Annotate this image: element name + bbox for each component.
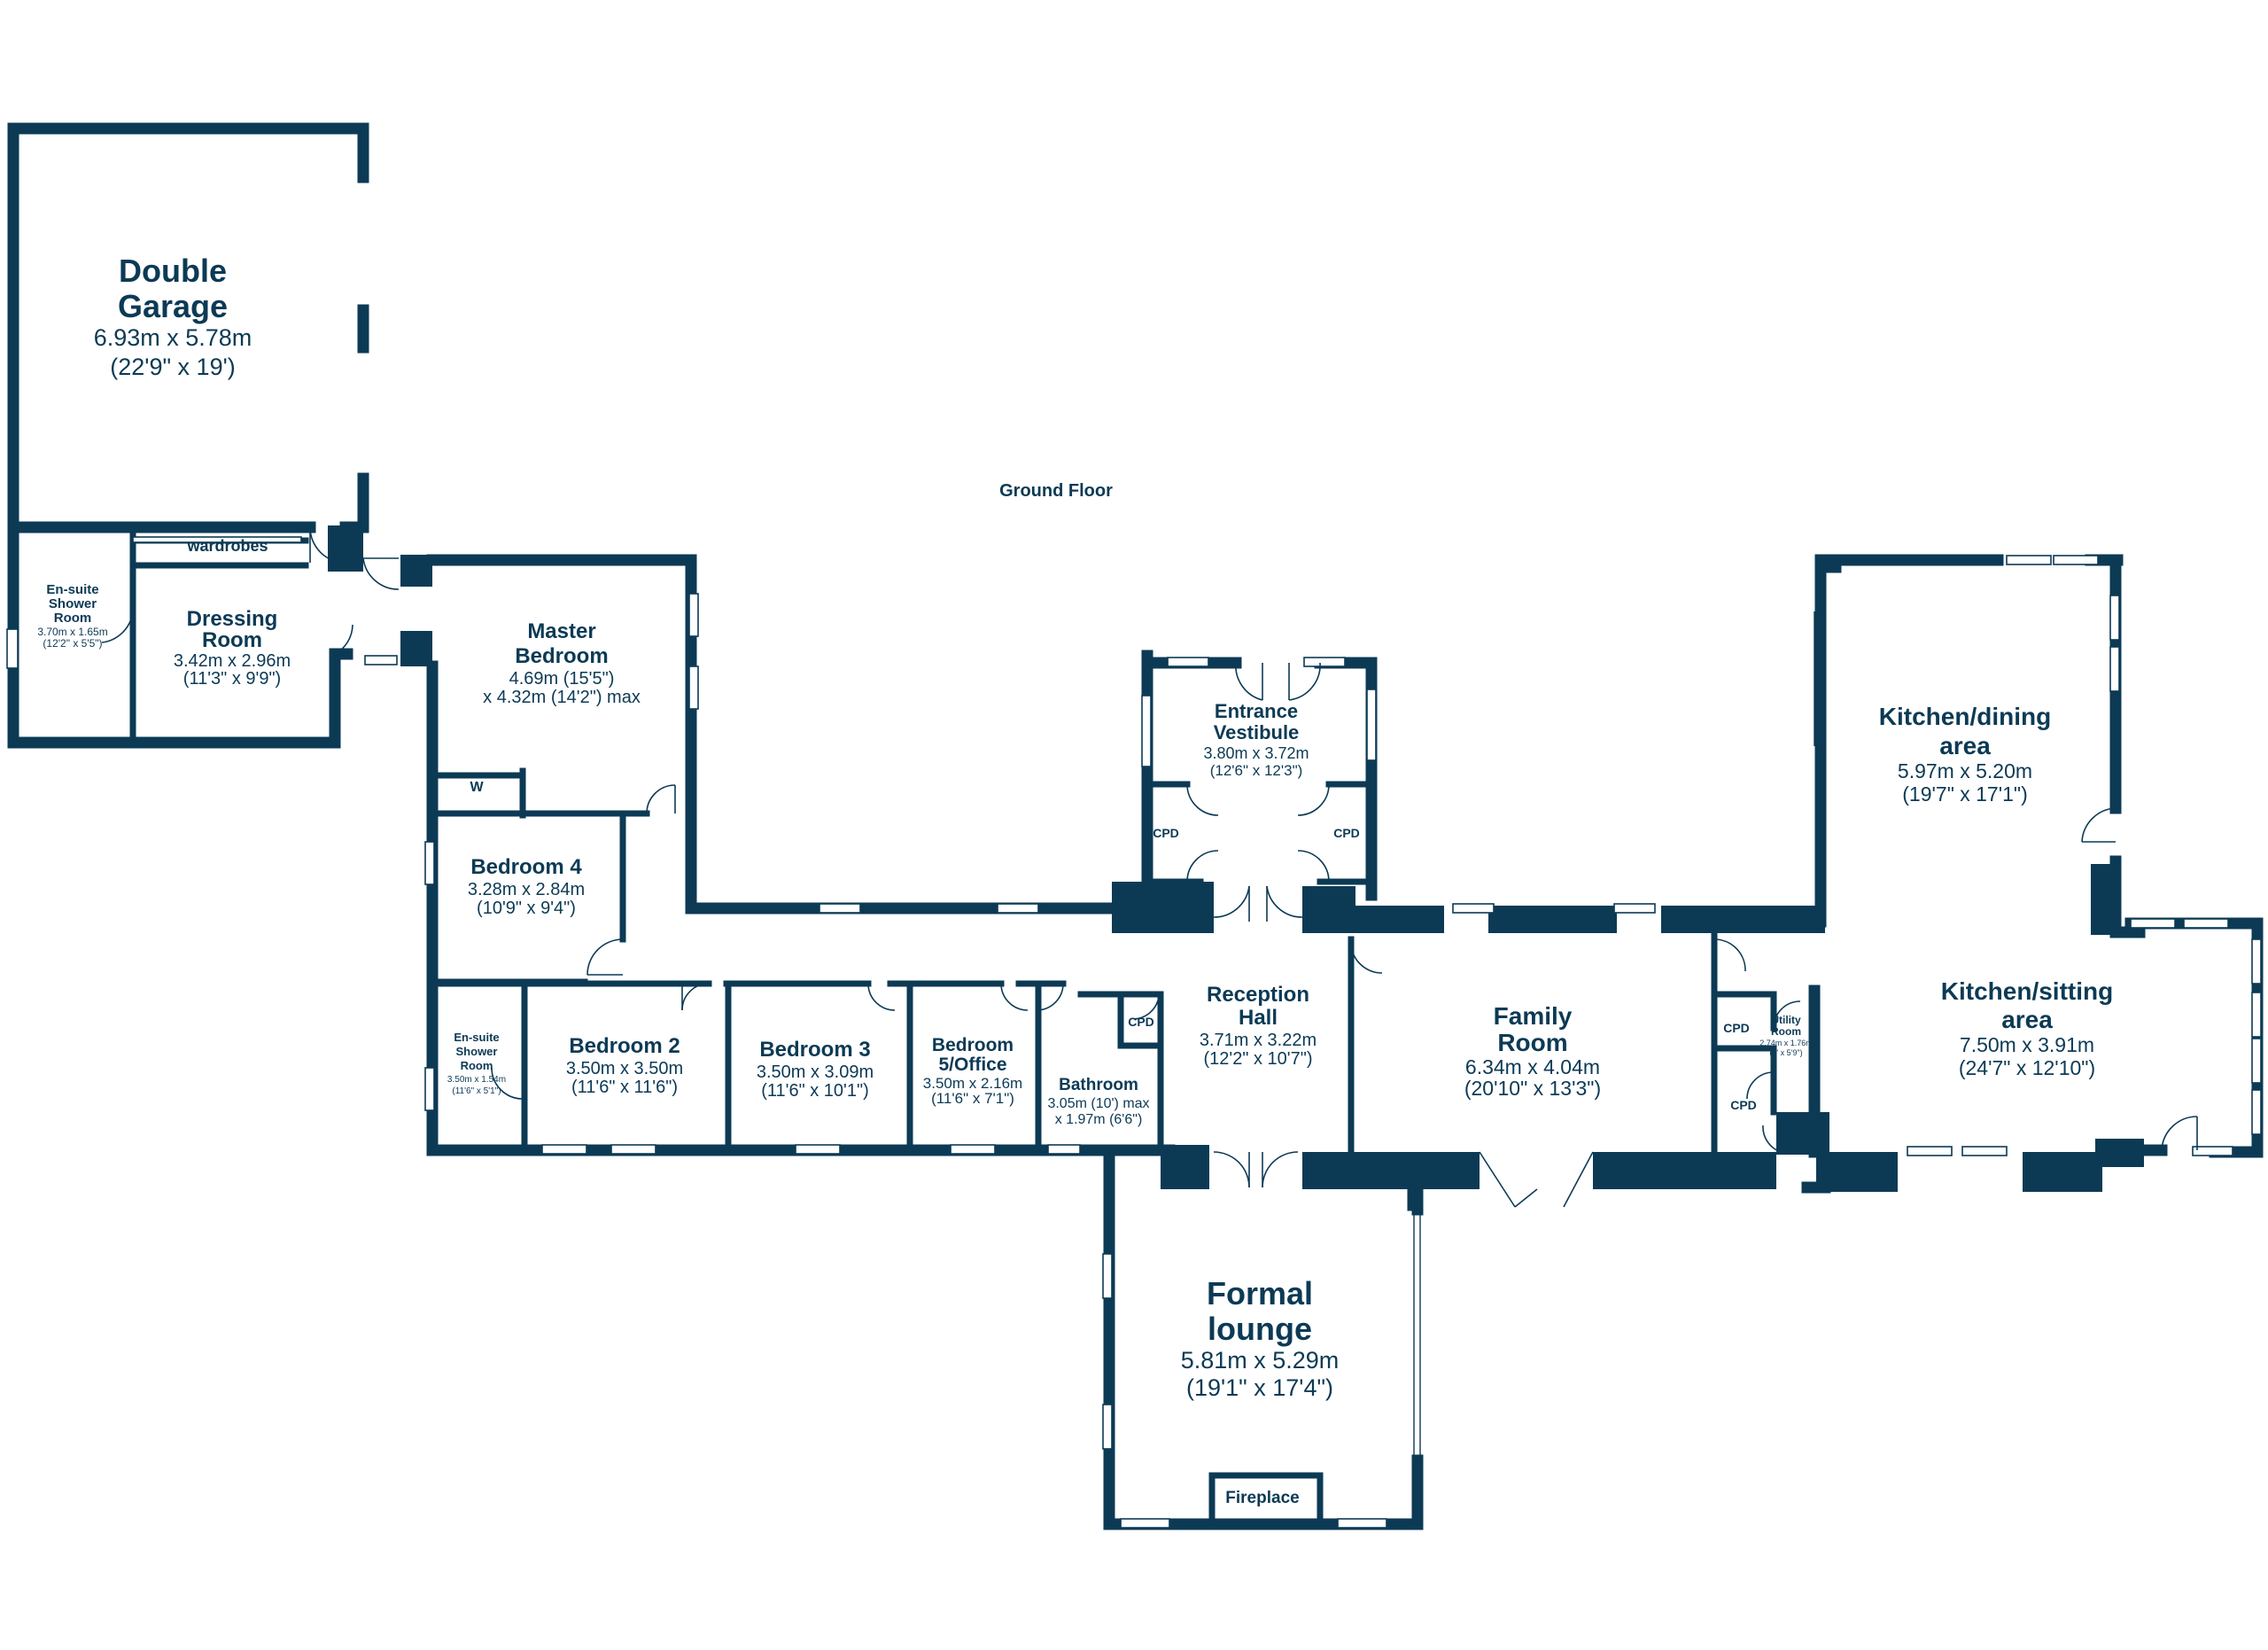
- room-name: Bedroom 2: [569, 1034, 680, 1058]
- room-double-garage: Double Garage 6.93m x 5.78m (22'9" x 19'…: [94, 253, 252, 380]
- room-dimensions: 6.34m x 4.04m: [1465, 1055, 1600, 1078]
- room-name: Room: [202, 628, 262, 652]
- room-name: Kitchen/sitting: [1941, 977, 2113, 1005]
- room-reception-hall: Reception Hall 3.71m x 3.22m (12'2" x 10…: [1200, 983, 1317, 1069]
- room-name: En-suite: [454, 1031, 499, 1044]
- room-name: Master: [527, 619, 595, 643]
- room-name: Kitchen/dining: [1879, 703, 2051, 730]
- room-name: 5/Office: [938, 1055, 1006, 1075]
- room-dimensions: 3.50m x 2.16m: [923, 1075, 1022, 1092]
- room-name: Formal: [1207, 1275, 1313, 1311]
- doors: [101, 526, 2198, 1208]
- room-dimensions: x 4.32m (14'2") max: [483, 688, 641, 707]
- room-name: Entrance: [1215, 700, 1298, 722]
- cupboard-label: CPD: [1128, 1015, 1154, 1029]
- room-dimensions: (12'2" x 10'7"): [1203, 1049, 1312, 1069]
- room-dimensions: (22'9" x 19'): [110, 354, 235, 380]
- room-dimensions: 3.50m x 3.09m: [757, 1062, 874, 1082]
- room-entrance-vestibule: Entrance Vestibule 3.80m x 3.72m (12'6" …: [1203, 700, 1309, 779]
- wardrobe-w-label: W: [470, 780, 484, 795]
- room-ensuite-shower-2: En-suite Shower Room 3.50m x 1.54m (11'6…: [447, 1031, 506, 1096]
- floor-label: Ground Floor: [999, 481, 1113, 501]
- room-dimensions: (12'2" x 5'5"): [43, 637, 102, 650]
- room-family-room: Family Room 6.34m x 4.04m (20'10" x 13'3…: [1464, 1002, 1601, 1100]
- room-name: area: [2001, 1006, 2053, 1033]
- room-name: Hall: [1239, 1006, 1278, 1030]
- room-dimensions: 5.97m x 5.20m: [1898, 759, 2032, 782]
- room-utility: Utility Room 2.74m x 1.76m (9' x 5'9"): [1759, 1014, 1813, 1057]
- room-bedroom-4: Bedroom 4 3.28m x 2.84m (10'9" x 9'4"): [468, 855, 585, 918]
- room-dimensions: (10'9" x 9'4"): [477, 899, 576, 918]
- room-name: Shower: [456, 1045, 498, 1058]
- room-dimensions: 3.42m x 2.96m: [174, 651, 291, 671]
- room-dimensions: (19'1" x 17'4"): [1186, 1374, 1333, 1401]
- room-dimensions: (19'7" x 17'1"): [1902, 782, 2027, 806]
- room-master-bedroom: Master Bedroom 4.69m (15'5") x 4.32m (14…: [483, 619, 641, 707]
- room-dimensions: x 1.97m (6'6"): [1055, 1112, 1143, 1127]
- cupboard-label: CPD: [1153, 826, 1179, 840]
- room-name: Vestibule: [1214, 721, 1300, 743]
- room-name: Bedroom 4: [470, 855, 582, 879]
- room-name: Family: [1494, 1002, 1573, 1030]
- room-name: area: [1939, 732, 1991, 759]
- room-dimensions: 3.70m x 1.65m: [37, 626, 107, 638]
- cupboard-label: CPD: [1333, 826, 1360, 840]
- room-dimensions: 3.71m x 3.22m: [1200, 1031, 1317, 1050]
- cupboard-label: CPD: [1723, 1021, 1750, 1035]
- room-dimensions: (11'6" x 11'6"): [571, 1078, 678, 1097]
- room-name: Dressing: [187, 607, 278, 631]
- room-dimensions: (20'10" x 13'3"): [1464, 1077, 1601, 1100]
- room-dimensions: 7.50m x 3.91m: [1960, 1033, 2094, 1056]
- room-name: Bedroom: [932, 1035, 1014, 1055]
- room-name: Utility: [1771, 1014, 1801, 1026]
- room-dimensions: 3.80m x 3.72m: [1203, 744, 1309, 762]
- room-dimensions: 4.69m (15'5"): [509, 669, 615, 689]
- walls: [7, 122, 2264, 1530]
- room-dimensions: 6.93m x 5.78m: [94, 324, 252, 351]
- room-name: Bedroom: [515, 644, 608, 668]
- room-bedroom-5-office: Bedroom 5/Office 3.50m x 2.16m (11'6" x …: [923, 1035, 1022, 1107]
- room-dimensions: 5.81m x 5.29m: [1181, 1347, 1340, 1374]
- room-name: Reception: [1207, 983, 1309, 1007]
- room-kitchen-dining: Kitchen/dining area 5.97m x 5.20m (19'7"…: [1879, 703, 2051, 806]
- room-name: Garage: [118, 288, 228, 324]
- room-dimensions: 3.50m x 3.50m: [566, 1059, 683, 1078]
- room-name: Room: [1771, 1025, 1801, 1038]
- room-name: Double: [119, 253, 227, 289]
- room-formal-lounge: Formal lounge 5.81m x 5.29m (19'1" x 17'…: [1181, 1275, 1340, 1401]
- room-dimensions: (11'6" x 7'1"): [931, 1090, 1014, 1107]
- room-bedroom-3: Bedroom 3 3.50m x 3.09m (11'6" x 10'1"): [757, 1038, 874, 1101]
- room-bathroom: Bathroom 3.05m (10') max x 1.97m (6'6"): [1047, 1076, 1149, 1127]
- room-name: Room: [1497, 1029, 1567, 1056]
- room-dimensions: 3.05m (10') max: [1047, 1096, 1149, 1111]
- room-name: Shower: [49, 596, 97, 611]
- cupboard-label: CPD: [1730, 1098, 1757, 1112]
- room-dimensions: 2.74m x 1.76m: [1759, 1039, 1813, 1047]
- wardrobes-label: wardrobes: [186, 537, 268, 555]
- room-dimensions: (9' x 5'9"): [1769, 1048, 1802, 1057]
- room-bedroom-2: Bedroom 2 3.50m x 3.50m (11'6" x 11'6"): [566, 1034, 683, 1097]
- room-dimensions: 3.50m x 1.54m: [447, 1075, 506, 1085]
- cupboards: CPD CPD CPD CPD CPD: [1128, 826, 1757, 1112]
- room-dimensions: (11'3" x 9'9"): [183, 669, 281, 689]
- room-ensuite-shower-1: En-suite Shower Room 3.70m x 1.65m (12'2…: [37, 582, 107, 650]
- room-dimensions: (24'7" x 12'10"): [1959, 1056, 2095, 1079]
- fireplace-label: Fireplace: [1225, 1489, 1299, 1507]
- room-dimensions: (11'6" x 10'1"): [761, 1081, 869, 1101]
- room-name: lounge: [1208, 1311, 1312, 1347]
- room-dimensions: (12'6" x 12'3"): [1210, 762, 1303, 779]
- room-name: En-suite: [46, 582, 98, 597]
- room-dressing-room: Dressing Room 3.42m x 2.96m (11'3" x 9'9…: [174, 607, 291, 689]
- room-dimensions: (11'6" x 5'1"): [452, 1086, 501, 1096]
- room-name: Room: [461, 1059, 493, 1072]
- room-kitchen-sitting: Kitchen/sitting area 7.50m x 3.91m (24'7…: [1941, 977, 2113, 1079]
- room-name: Bathroom: [1059, 1076, 1138, 1094]
- windows: [6, 536, 2262, 1529]
- room-name: Room: [54, 611, 92, 626]
- room-name: Bedroom 3: [759, 1038, 870, 1062]
- room-dimensions: 3.28m x 2.84m: [468, 880, 585, 899]
